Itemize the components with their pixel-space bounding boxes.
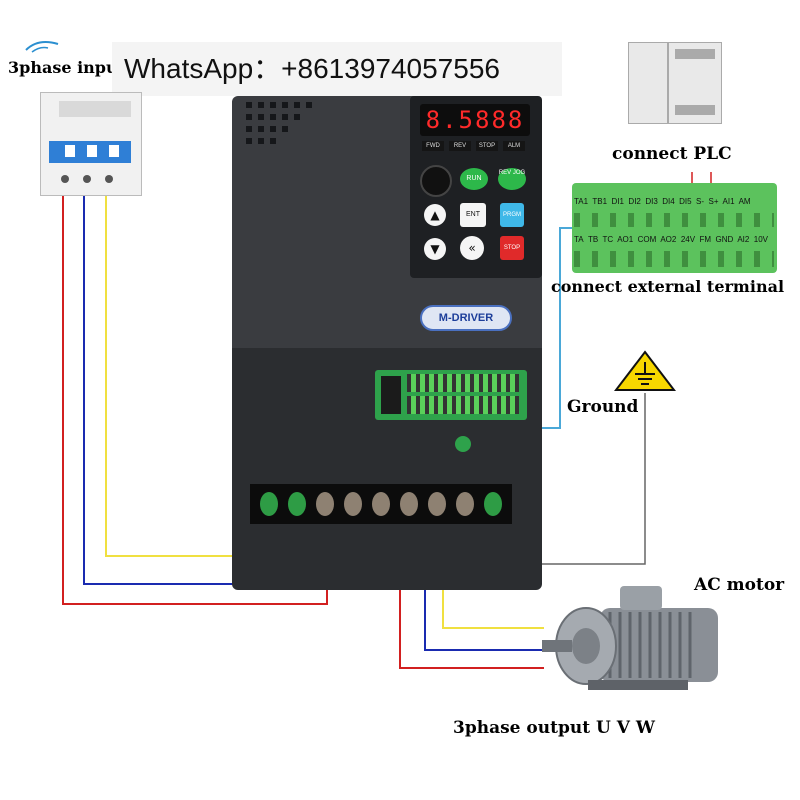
whatsapp-banner: WhatsApp：+8613974057556 — [112, 42, 562, 96]
power-terminal-strip — [250, 484, 512, 524]
brand-logo: M-DRIVER — [420, 305, 512, 331]
connect-external-terminal-label: connect external terminal — [551, 277, 785, 296]
terminal-top-row: TA1 TB1 DI1 DI2 DI3 DI4 DI5 S- S+ AI1 AM — [574, 197, 751, 206]
down-arrow-icon[interactable]: ▼ — [424, 238, 446, 260]
shift-icon[interactable]: « — [460, 236, 484, 260]
indicator-stop: STOP — [476, 141, 498, 151]
three-phase-input-label: 3phase inpu — [8, 58, 118, 77]
ac-motor — [542, 586, 718, 690]
run-button[interactable]: RUN — [460, 168, 488, 190]
indicator-alm: ALM — [503, 141, 525, 151]
plc-module-right — [668, 42, 722, 124]
vent-grille — [246, 102, 312, 144]
plc-module-left — [628, 42, 668, 124]
connect-plc-label: connect PLC — [612, 144, 732, 164]
ground-label: Ground — [567, 397, 639, 417]
brand-swirl-icon — [25, 41, 59, 53]
ground-warning-icon — [614, 350, 676, 391]
stop-button[interactable]: STOP — [500, 236, 524, 260]
indicator-fwd: FWD — [422, 141, 444, 151]
indicator-rev: REV — [449, 141, 471, 151]
prgm-button[interactable]: PRGM — [500, 203, 524, 227]
control-terminal-block — [375, 370, 527, 420]
grounding-screw — [455, 436, 471, 452]
potentiometer-knob-icon[interactable] — [420, 165, 452, 197]
external-terminal-closeup: TA1 TB1 DI1 DI2 DI3 DI4 DI5 S- S+ AI1 AM… — [572, 183, 777, 273]
ent-button[interactable]: ENT — [460, 203, 486, 227]
rev-jog-button[interactable]: REV JOG — [498, 168, 526, 190]
led-display: 8.5888 — [420, 104, 530, 136]
ac-motor-label: AC motor — [694, 575, 785, 595]
up-arrow-icon[interactable]: ▲ — [424, 204, 446, 226]
three-phase-output-label: 3phase output U V W — [453, 718, 655, 738]
circuit-breaker — [40, 92, 142, 196]
terminal-bottom-row: TA TB TC AO1 COM AO2 24V FM GND AI2 10V — [574, 235, 769, 244]
